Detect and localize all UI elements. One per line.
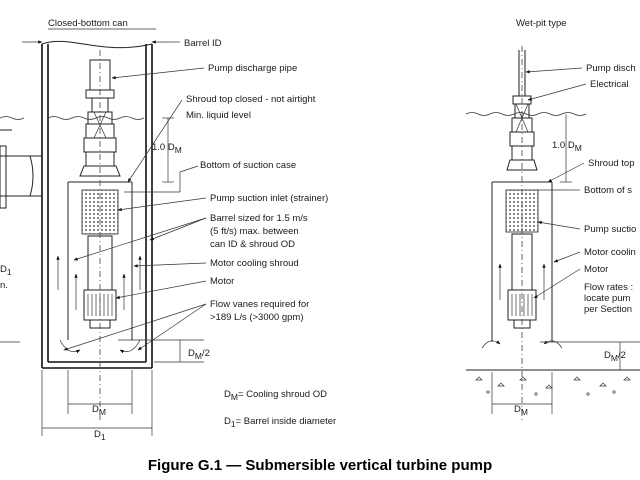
- dm-bottom-label: D: [92, 404, 99, 415]
- flow-arrows: [56, 255, 142, 354]
- dm2-label: D: [188, 348, 195, 359]
- wet-pit-shroud-top-label: Shroud top: [588, 158, 634, 169]
- suction-case-label: Bottom of suction case: [200, 160, 296, 171]
- wet-pit-dim-1dm-label: 1.0 D: [552, 140, 575, 151]
- wet-pit-cooling-label: Motor coolin: [584, 247, 636, 258]
- left-callouts: Pump discharge pipe Shroud top closed - …: [63, 63, 328, 351]
- wet-pit-discharge-label: Pump disch: [586, 63, 636, 74]
- barrel-sized-line2: (5 ft/s) max. between: [210, 226, 299, 237]
- flow-vanes-line2: >189 L/s (>3000 gpm): [210, 312, 303, 323]
- barrel: [41, 40, 153, 369]
- wet-pit-electrical-label: Electrical: [590, 79, 629, 90]
- svg-text:D1= Barrel inside diameter: D1= Barrel inside diameter: [224, 416, 336, 429]
- right-callouts: Pump disch Electrical Shroud top Bottom …: [525, 63, 636, 315]
- d1-bottom-label: D: [94, 429, 101, 440]
- liquid-level: [47, 116, 145, 120]
- liquid-level-left: [0, 116, 25, 120]
- min-liquid-level-label: Min. liquid level: [186, 110, 251, 121]
- wet-pit-panel: Wet-pit type: [465, 18, 640, 420]
- wet-pit-flow-rates-line3: per Section: [584, 304, 632, 315]
- svg-text:D1: D1: [0, 264, 12, 277]
- svg-text:1.0 DM: 1.0 DM: [152, 142, 182, 155]
- svg-text:DM/2: DM/2: [604, 350, 626, 363]
- d1-left-label: D: [0, 264, 7, 275]
- flow-vanes-line1: Flow vanes required for: [210, 299, 309, 310]
- wet-pit-dm2-label: D: [604, 350, 611, 361]
- svg-text:DM: DM: [92, 404, 106, 417]
- wet-pit-motor-label: Motor: [584, 264, 608, 275]
- side-inlet: [0, 145, 42, 209]
- legend-dm-symbol: D: [224, 389, 231, 400]
- pit-floor-gravel: [475, 376, 631, 396]
- motor-label: Motor: [210, 276, 234, 287]
- svg-text:DM: DM: [514, 404, 528, 417]
- wet-pit-flow-rates-line1: Flow rates :: [584, 282, 633, 293]
- wet-pit-flow-rates-line2: locate pum: [584, 293, 631, 304]
- d1-left-suffix: n.: [0, 280, 8, 291]
- suction-inlet-label: Pump suction inlet (strainer): [210, 193, 328, 204]
- svg-text:DM/2: DM/2: [188, 348, 210, 361]
- wet-pit-flow-arrows: [481, 263, 563, 349]
- right-panel-heading: Wet-pit type: [516, 18, 567, 29]
- barrel-id-label: Barrel ID: [184, 38, 222, 49]
- wet-pit-suction-case-label: Bottom of s: [584, 185, 632, 196]
- dim-1dm-label: 1.0 D: [152, 142, 175, 153]
- left-panel-heading: Closed-bottom can: [48, 18, 128, 29]
- closed-bottom-can-panel: Closed-bottom can: [0, 18, 336, 442]
- barrel-sized-line1: Barrel sized for 1.5 m/s: [210, 213, 308, 224]
- wet-pit-dm-bottom-label: D: [514, 404, 521, 415]
- shroud-top-label: Shroud top closed - not airtight: [186, 94, 316, 105]
- svg-text:D1: D1: [94, 429, 106, 442]
- wet-pit-liquid-level: [465, 112, 587, 116]
- barrel-sized-line3: can ID & shroud OD: [210, 239, 295, 250]
- cooling-shroud-label: Motor cooling shroud: [210, 258, 299, 269]
- wet-pit-suction-label: Pump suctio: [584, 224, 636, 235]
- figure-caption: Figure G.1 — Submersible vertical turbin…: [148, 457, 492, 474]
- discharge-pipe-label: Pump discharge pipe: [208, 63, 297, 74]
- svg-text:1.0 DM: 1.0 DM: [552, 140, 582, 153]
- svg-text:DM= Cooling shroud OD: DM= Cooling shroud OD: [224, 389, 327, 402]
- wet-pit-column: [506, 50, 538, 171]
- legend-d1-symbol: D: [224, 416, 231, 427]
